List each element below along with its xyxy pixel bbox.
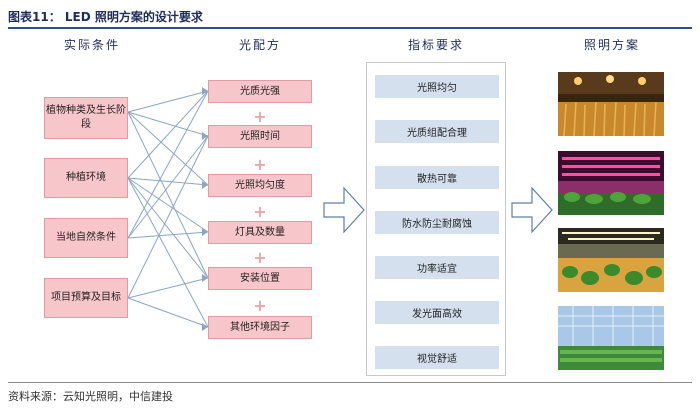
solution-photo-glass-greenhouse <box>558 306 664 370</box>
light-config-box: 灯具及数量 <box>208 221 312 244</box>
condition-box: 种植环境 <box>44 158 128 198</box>
plus-icon: + <box>253 107 267 126</box>
arrowhead-icon <box>202 323 208 331</box>
light-config-box: 光质光强 <box>208 80 312 103</box>
connector-line <box>127 135 209 239</box>
plus-icon: + <box>253 296 267 315</box>
plus-icon: + <box>253 202 267 221</box>
indicator-box: 功率适宜 <box>375 256 499 279</box>
arrowhead-icon <box>202 274 208 282</box>
indicator-box: 视觉舒适 <box>375 346 499 369</box>
source-note: 资料来源：云知光照明，中信建投 <box>8 390 173 403</box>
connector-line <box>127 297 209 328</box>
plus-icon: + <box>253 155 267 174</box>
figure-title-bar: 图表11： LED 照明方案的设计要求 <box>8 6 692 26</box>
plus-icon: + <box>253 248 267 267</box>
solution-photo-grain-field <box>558 72 664 136</box>
indicator-box: 发光面高效 <box>375 301 499 324</box>
arrowhead-icon <box>202 228 208 236</box>
connector-line <box>127 111 209 279</box>
connector-line <box>127 111 209 137</box>
light-config-box: 安装位置 <box>208 267 312 290</box>
connector-line <box>127 177 209 279</box>
light-config-box: 光照均匀度 <box>208 174 312 197</box>
condition-box: 项目预算及目标 <box>44 278 128 318</box>
column-header-conditions: 实际条件 <box>63 38 120 52</box>
connector-line <box>127 177 209 186</box>
connector-arrowheads <box>202 87 208 331</box>
connector-line <box>127 135 209 299</box>
connector-line <box>127 177 209 233</box>
flow-arrow-icon <box>511 186 553 234</box>
column-header-light-config: 光配方 <box>238 38 281 52</box>
arrowhead-icon <box>202 132 208 140</box>
source-rule <box>8 382 692 383</box>
connector-line <box>127 90 209 239</box>
condition-box: 植物种类及生长阶段 <box>44 97 128 139</box>
indicator-box: 光质组配合理 <box>375 120 499 143</box>
indicator-box: 散热可靠 <box>375 166 499 189</box>
condition-box: 当地自然条件 <box>44 218 128 258</box>
connector-line <box>127 177 209 328</box>
light-config-box: 光照时间 <box>208 125 312 148</box>
connector-line <box>127 90 209 113</box>
flow-arrow-icon <box>323 186 365 234</box>
arrowhead-icon <box>202 87 208 95</box>
connector-line <box>127 231 209 239</box>
connector-line <box>127 90 209 179</box>
connector-line <box>127 111 209 186</box>
column-header-solutions: 照明方案 <box>583 38 640 52</box>
connector-lines <box>127 90 209 328</box>
solution-photo-greenhouse-lamps <box>558 228 664 292</box>
connector-line <box>127 277 209 299</box>
solution-photo-pink-grow-lights <box>558 151 664 215</box>
column-header-indicators: 指标要求 <box>407 38 464 52</box>
indicator-box: 光照均匀 <box>375 75 499 98</box>
figure-title: 图表11： LED 照明方案的设计要求 <box>8 10 203 24</box>
indicator-box: 防水防尘耐腐蚀 <box>375 211 499 234</box>
light-config-box: 其他环境因子 <box>208 316 312 339</box>
arrowhead-icon <box>202 181 208 189</box>
title-rule <box>8 27 692 29</box>
